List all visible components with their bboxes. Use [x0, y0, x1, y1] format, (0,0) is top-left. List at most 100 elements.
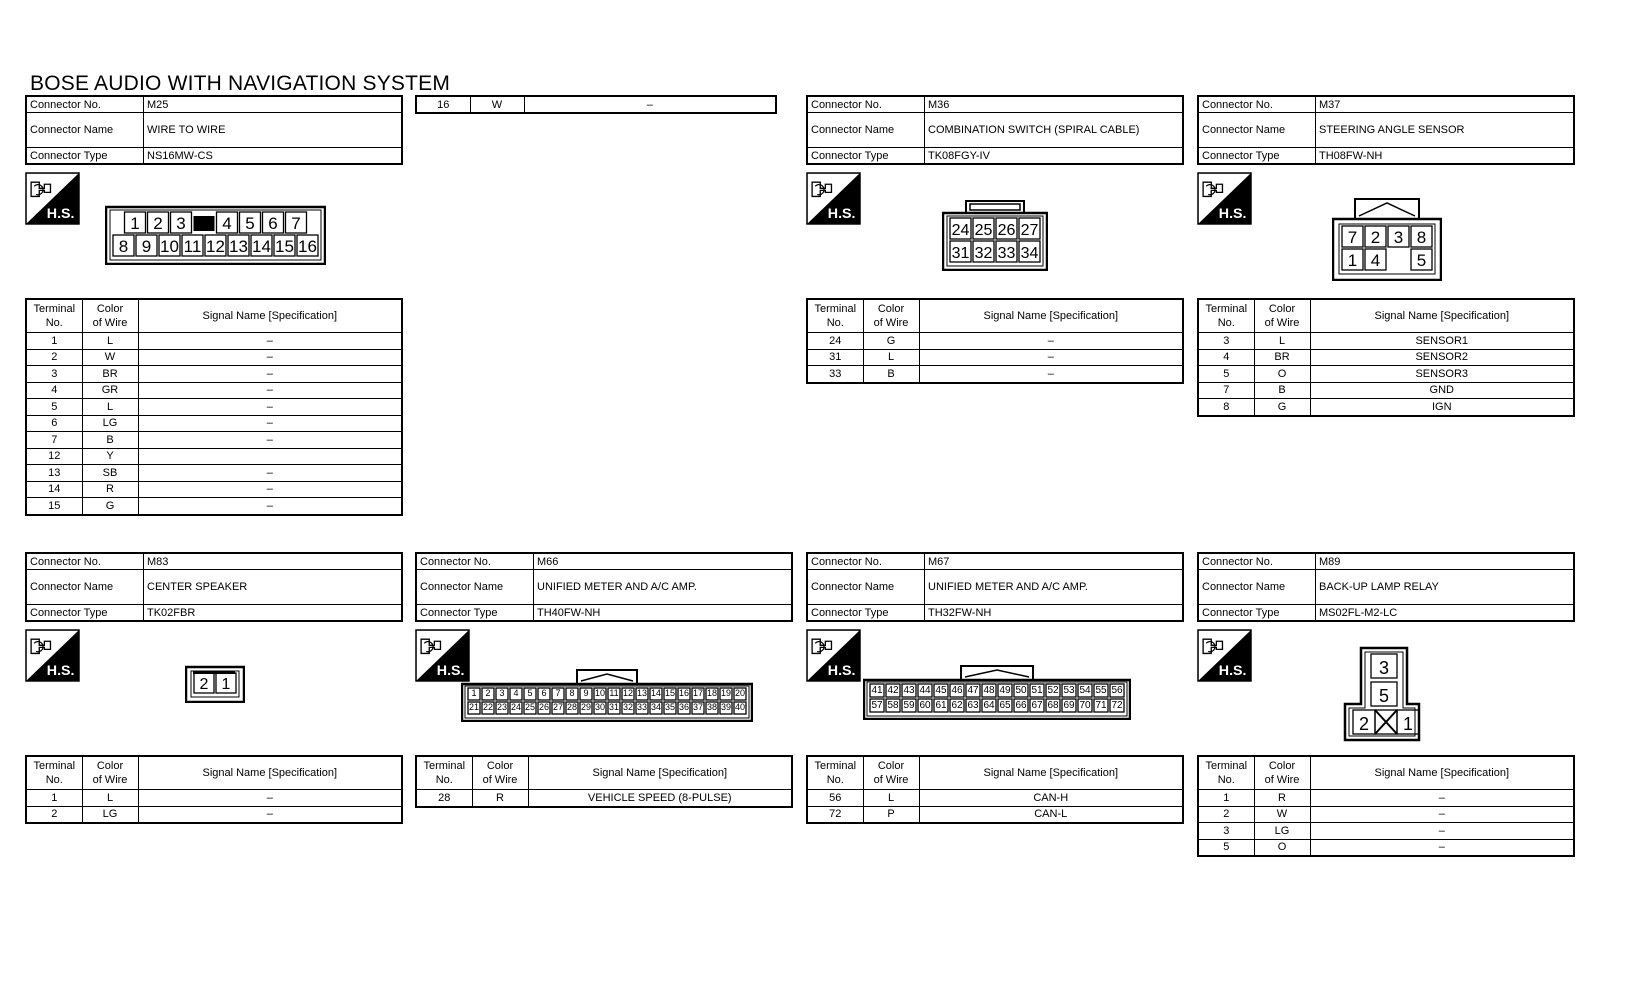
signal-cell [137, 447, 403, 465]
pin-label: 71 [1095, 700, 1107, 711]
color-cell: L [81, 789, 139, 807]
pin-label: 69 [1063, 700, 1075, 711]
pin-label: 41 [871, 685, 883, 696]
connector-number-label: Connector No. [1197, 95, 1316, 113]
terminal-cell: 16 [415, 95, 471, 114]
pin-label: 66 [1015, 700, 1027, 711]
pin-label: 25 [975, 222, 993, 239]
connector-name-label: Connector Name [25, 569, 144, 605]
pin-label: 39 [721, 702, 731, 712]
pin-label: 25 [525, 702, 535, 712]
pin-label: 12 [206, 237, 225, 256]
pin-label: 30 [595, 702, 605, 712]
signal-header: Signal Name [Specification] [137, 298, 403, 333]
signal-cell: – [137, 805, 403, 824]
signal-header: Signal Name [Specification] [1309, 298, 1575, 333]
pin-label: 26 [539, 702, 549, 712]
pin-label: 63 [967, 700, 979, 711]
pin-label: 28 [567, 702, 577, 712]
pin-label: 32 [975, 245, 993, 262]
terminal-cell: 7 [25, 431, 83, 449]
pin-label: 7 [555, 688, 560, 698]
signal-cell: IGN [1309, 398, 1575, 416]
pin-label: 5 [1417, 251, 1426, 270]
signal-cell: – [1309, 789, 1575, 807]
connector-type-label: Connector Type [25, 147, 144, 165]
signal-cell: – [1309, 805, 1575, 823]
pin-label: 60 [919, 700, 931, 711]
terminal-cell: 31 [806, 348, 864, 366]
terminal-cell: 7 [1197, 381, 1255, 399]
color-cell: O [1253, 365, 1311, 383]
terminal-cell: 14 [25, 480, 83, 498]
connector-type-label: Connector Type [1197, 604, 1316, 622]
color-cell: R [81, 480, 139, 498]
pin-label: 4 [1371, 251, 1380, 270]
hs-label: H.S. [1219, 206, 1247, 222]
harness-side-icon: H.S. [415, 629, 470, 682]
signal-cell: CAN-L [918, 805, 1184, 824]
signal-header: Signal Name [Specification] [137, 755, 403, 790]
signal-cell: SENSOR3 [1309, 365, 1575, 383]
pin-label: 15 [665, 688, 675, 698]
pin-label: 33 [637, 702, 647, 712]
signal-cell: CAN-H [918, 789, 1184, 807]
pin-label: 5 [527, 688, 532, 698]
pin-label: 46 [951, 685, 963, 696]
pin-label: 47 [967, 685, 979, 696]
connector-type-value: TK08FGY-IV [924, 147, 1184, 165]
color-cell: SB [81, 464, 139, 482]
signal-cell: – [137, 381, 403, 399]
terminal-cell: 1 [25, 789, 83, 807]
pin-label: 13 [229, 237, 248, 256]
signal-cell: – [137, 365, 403, 383]
signal-cell: SENSOR1 [1309, 332, 1575, 350]
color-cell: R [471, 789, 529, 807]
color-cell: G [862, 332, 920, 350]
connector-number-value: M37 [1315, 95, 1575, 113]
pin-label: 34 [1021, 245, 1039, 262]
pin-label: 67 [1031, 700, 1043, 711]
connector-name-label: Connector Name [1197, 569, 1316, 605]
color-cell: P [862, 805, 920, 824]
pin-label: 59 [903, 700, 915, 711]
color-cell: GR [81, 381, 139, 399]
pin-label: 44 [919, 685, 931, 696]
signal-cell: – [918, 348, 1184, 366]
connector-number-value: M83 [143, 552, 403, 570]
signal-cell: – [1309, 838, 1575, 857]
pin-label: 58 [887, 700, 899, 711]
connector-name-label: Connector Name [25, 112, 144, 148]
signal-cell: – [137, 431, 403, 449]
color-cell: B [862, 365, 920, 383]
connector-type-value: TH32FW-NH [924, 604, 1184, 622]
connector-number-value: M36 [924, 95, 1184, 113]
connector-number-label: Connector No. [25, 95, 144, 113]
hs-label: H.S. [828, 663, 856, 679]
pin-label: 1 [471, 688, 476, 698]
hs-label: H.S. [437, 663, 465, 679]
pin-label: 31 [609, 702, 619, 712]
signal-cell: – [918, 365, 1184, 383]
connector-type-label: Connector Type [25, 604, 144, 622]
